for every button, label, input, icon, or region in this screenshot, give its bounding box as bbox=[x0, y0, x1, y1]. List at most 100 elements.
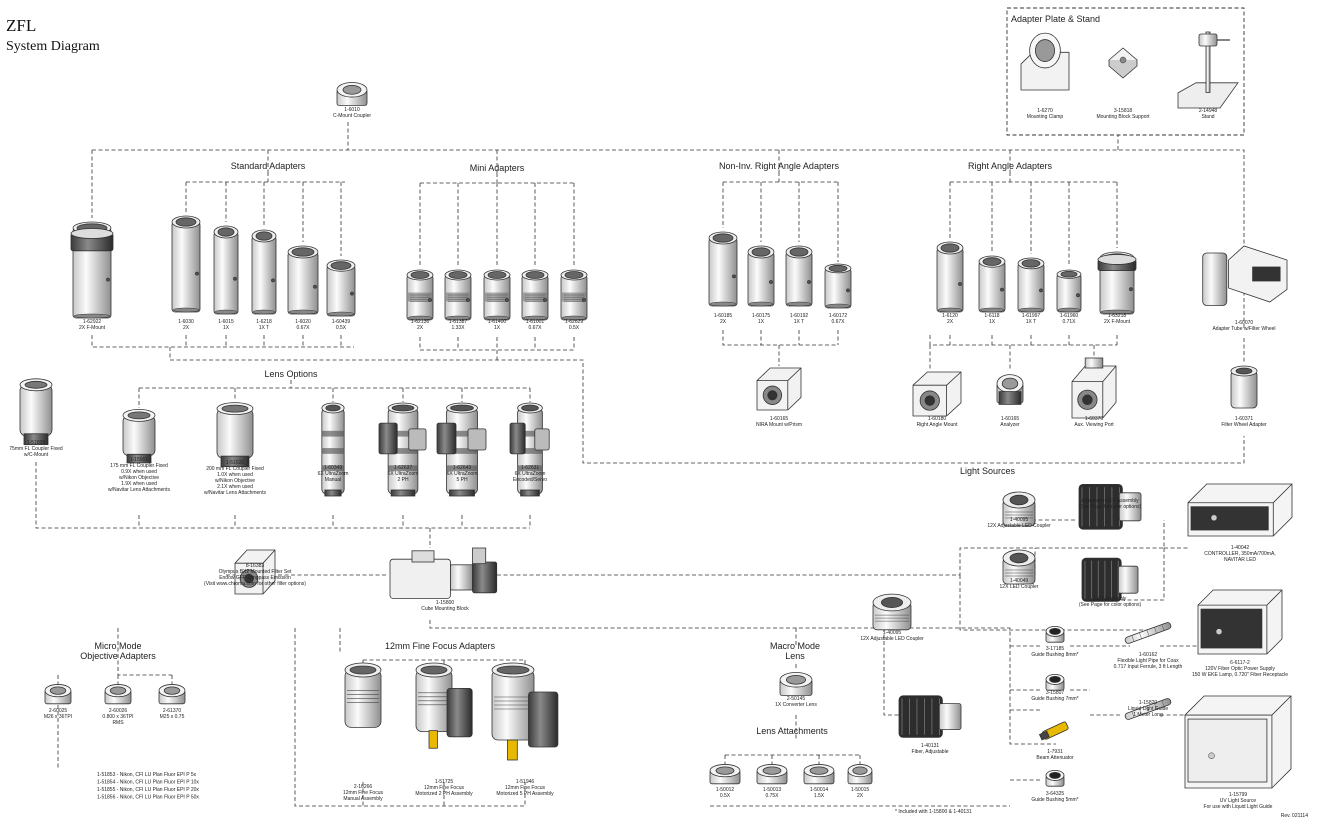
part-label-line: 1 Meter Long bbox=[1133, 712, 1163, 718]
part-label-line: 1-60172 bbox=[829, 313, 848, 319]
f-mount-adapter-icon bbox=[70, 221, 114, 319]
part-label-line: NAVITAR LED bbox=[1224, 557, 1256, 563]
tube-adapter-icon bbox=[978, 255, 1006, 313]
part-label-line: Beam Attenuator bbox=[1036, 755, 1074, 761]
tube-adapter-icon bbox=[824, 263, 852, 309]
part-label-line: 0.67X bbox=[296, 325, 310, 331]
part-label-line: Liquid Light Guide bbox=[1128, 706, 1169, 712]
filter-cube-icon bbox=[234, 549, 276, 595]
part-label-line: (Visit www.chroma.com for other filter o… bbox=[204, 581, 306, 587]
light-pipe-icon bbox=[1124, 622, 1172, 644]
part-led-assy: LED Assembly(See Page for color options) bbox=[1079, 557, 1141, 608]
part-label-line: Adapter Tube w/Filter Wheel bbox=[1212, 326, 1275, 332]
part-label-line: 175 mm FL Coupler Fixed bbox=[110, 463, 168, 469]
part-label-line: 0.67X bbox=[831, 319, 845, 325]
part-label-line: 1-15799 bbox=[1229, 792, 1248, 798]
part-label-line: For use with Liquid Light Guide bbox=[1204, 804, 1273, 810]
part-label-line: 12X LED Coupler bbox=[1000, 584, 1039, 590]
section-adapter-plate-stand: Adapter Plate & Stand bbox=[1011, 14, 1100, 24]
part-label-line: Mounting Block Support bbox=[1096, 114, 1150, 120]
lens-icon bbox=[216, 402, 254, 468]
part-label-line: 2X bbox=[857, 793, 864, 799]
lens-attachment-icon bbox=[756, 764, 788, 785]
ultrazoom-motor-icon bbox=[509, 402, 550, 497]
aux-port-icon bbox=[1071, 357, 1117, 419]
lens-icon bbox=[19, 378, 53, 446]
part-label-line: 0.5X bbox=[569, 325, 580, 331]
part-label-line: NIRA Mount w/Prism bbox=[756, 422, 802, 428]
part-label-line: C-Mount Coupler bbox=[333, 113, 371, 119]
part-label-line: 1-62631 bbox=[521, 465, 540, 471]
f-mount-adapter-icon bbox=[1097, 251, 1137, 315]
part-label-line: 1-62643 bbox=[453, 465, 472, 471]
part-label-line: 1-60370 bbox=[1085, 416, 1104, 422]
section-macro-mode-line2: Lens bbox=[785, 651, 805, 661]
part-label-line: Mounting Clamp bbox=[1027, 114, 1064, 120]
part-label-line: 1-62136 bbox=[411, 319, 430, 325]
part-label-line: Fiber, Adjustable bbox=[912, 749, 949, 755]
led-assembly-icon bbox=[1078, 483, 1142, 530]
part-label-line: 1-6120 bbox=[942, 313, 958, 319]
part-label-line: 1-6270 bbox=[1037, 108, 1053, 114]
section-lens-attachments: Lens Attachments bbox=[756, 726, 828, 736]
part-label-line: 1-15820 bbox=[1139, 700, 1158, 706]
mini-adapter-icon bbox=[560, 269, 588, 321]
ultrazoom-icon bbox=[321, 402, 345, 497]
part-label-line: 2-60026 bbox=[109, 708, 128, 714]
part-label-line: 1-51620 bbox=[226, 460, 245, 466]
tube-adapter-icon bbox=[171, 215, 201, 313]
part-label-line: Manual Assembly bbox=[343, 796, 383, 802]
part-label-line: CONTROLLER, 350mA/700mA, bbox=[1204, 551, 1275, 557]
part-label-line: 0.71X bbox=[1062, 319, 1076, 325]
part-label-line: 1-6010 bbox=[344, 107, 360, 113]
analyzer-icon bbox=[996, 374, 1024, 405]
part-label-line: Right Angle Mount bbox=[917, 422, 958, 428]
part-label-line: 5 PH bbox=[456, 477, 468, 483]
part-label-line: w/Navitar Lens Attachments bbox=[204, 490, 266, 496]
part-label-line: Aux. Viewing Port bbox=[1074, 422, 1114, 428]
part-label-line: 1-61001 bbox=[526, 319, 545, 325]
part-label-line: 12X Adjustable LED Coupler bbox=[860, 636, 924, 642]
part-label-line: 1-50012 bbox=[716, 787, 735, 793]
guide-bushing-icon bbox=[1045, 769, 1065, 787]
part-label-line: 1-6030 bbox=[178, 319, 194, 325]
c-mount-coupler-icon bbox=[336, 82, 368, 106]
guide-bushing-icon bbox=[1045, 625, 1065, 643]
mini-adapter-icon bbox=[521, 269, 549, 321]
